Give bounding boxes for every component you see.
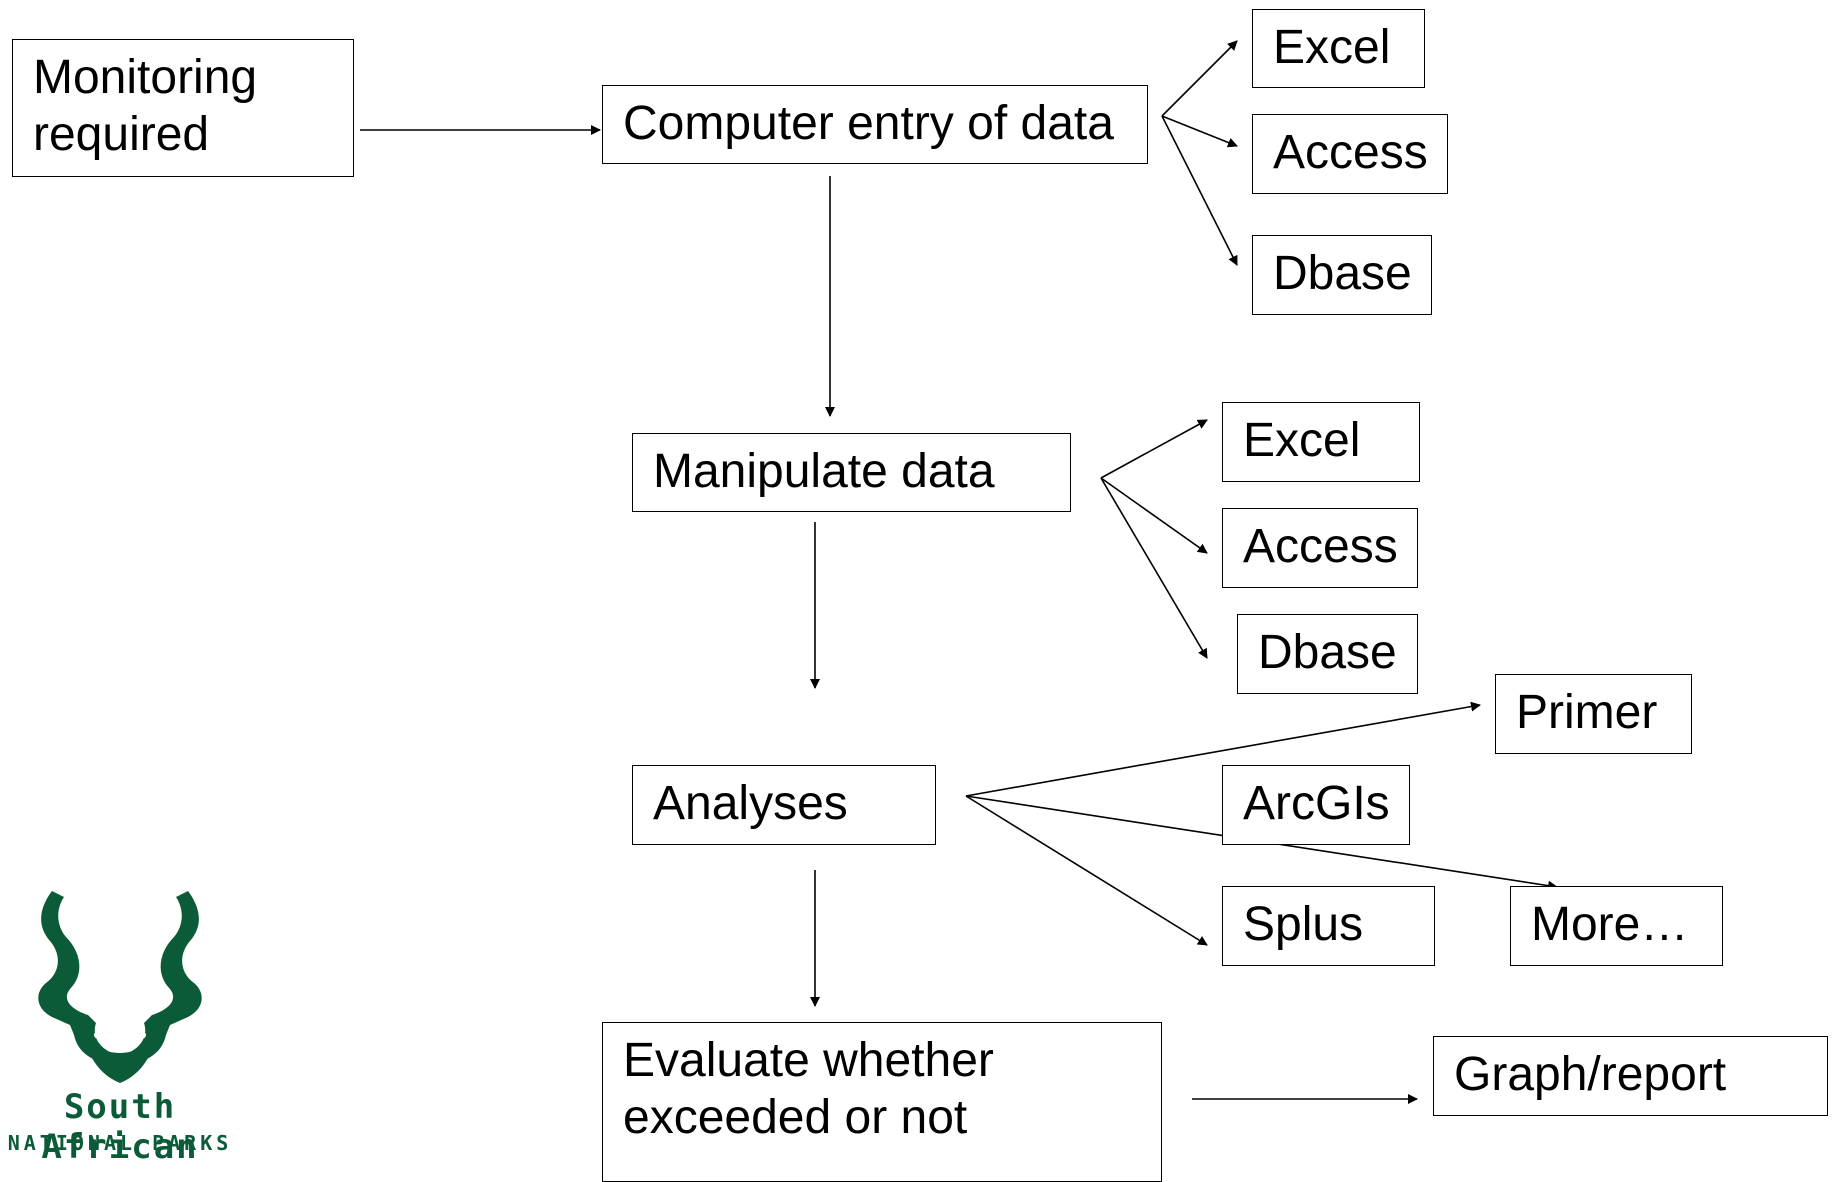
- entry-access-box: Access: [1252, 114, 1448, 194]
- manipulate-dbase-box: Dbase: [1237, 614, 1418, 694]
- entry-excel-box: Excel: [1252, 9, 1425, 88]
- primer-box: Primer: [1495, 674, 1692, 754]
- flow-diagram: Monitoring required Computer entry of da…: [0, 9, 1828, 1182]
- sanparks-logo: South African NATIONAL PARKS: [0, 885, 240, 1167]
- logo-subtitle: NATIONAL PARKS: [7, 1131, 233, 1155]
- arrow-manipulate-to-dbase: [1100, 477, 1208, 659]
- arrow-manipulate-to-excel: [1100, 419, 1208, 479]
- computer-entry-box: Computer entry of data: [602, 85, 1148, 164]
- more-box: More…: [1510, 886, 1723, 966]
- logo-title: South African: [41, 1087, 199, 1167]
- graph-report-box: Graph/report: [1433, 1036, 1828, 1116]
- arrow-manipulate-to-access: [1100, 477, 1208, 554]
- arrow-analyses-to-splus: [965, 795, 1208, 946]
- splus-box: Splus: [1222, 886, 1435, 966]
- arrow-entry-to-access: [1161, 115, 1238, 148]
- arcgis-box: ArcGIs: [1222, 765, 1410, 845]
- arrow-analyses-to-primer: [965, 701, 1481, 797]
- analyses-box: Analyses: [632, 765, 936, 845]
- connector-layer: [360, 40, 1558, 1104]
- manipulate-excel-box: Excel: [1222, 402, 1420, 482]
- arrow-entry-to-excel: [1161, 40, 1238, 117]
- evaluate-box: Evaluate whether exceeded or not: [602, 1022, 1162, 1182]
- manipulate-data-box: Manipulate data: [632, 433, 1071, 512]
- manipulate-access-box: Access: [1222, 508, 1418, 588]
- arrow-entry-to-dbase: [1161, 115, 1238, 266]
- kudu-head-icon: [38, 891, 202, 1083]
- monitoring-required-box: Monitoring required: [12, 39, 354, 177]
- entry-dbase-box: Dbase: [1252, 235, 1432, 315]
